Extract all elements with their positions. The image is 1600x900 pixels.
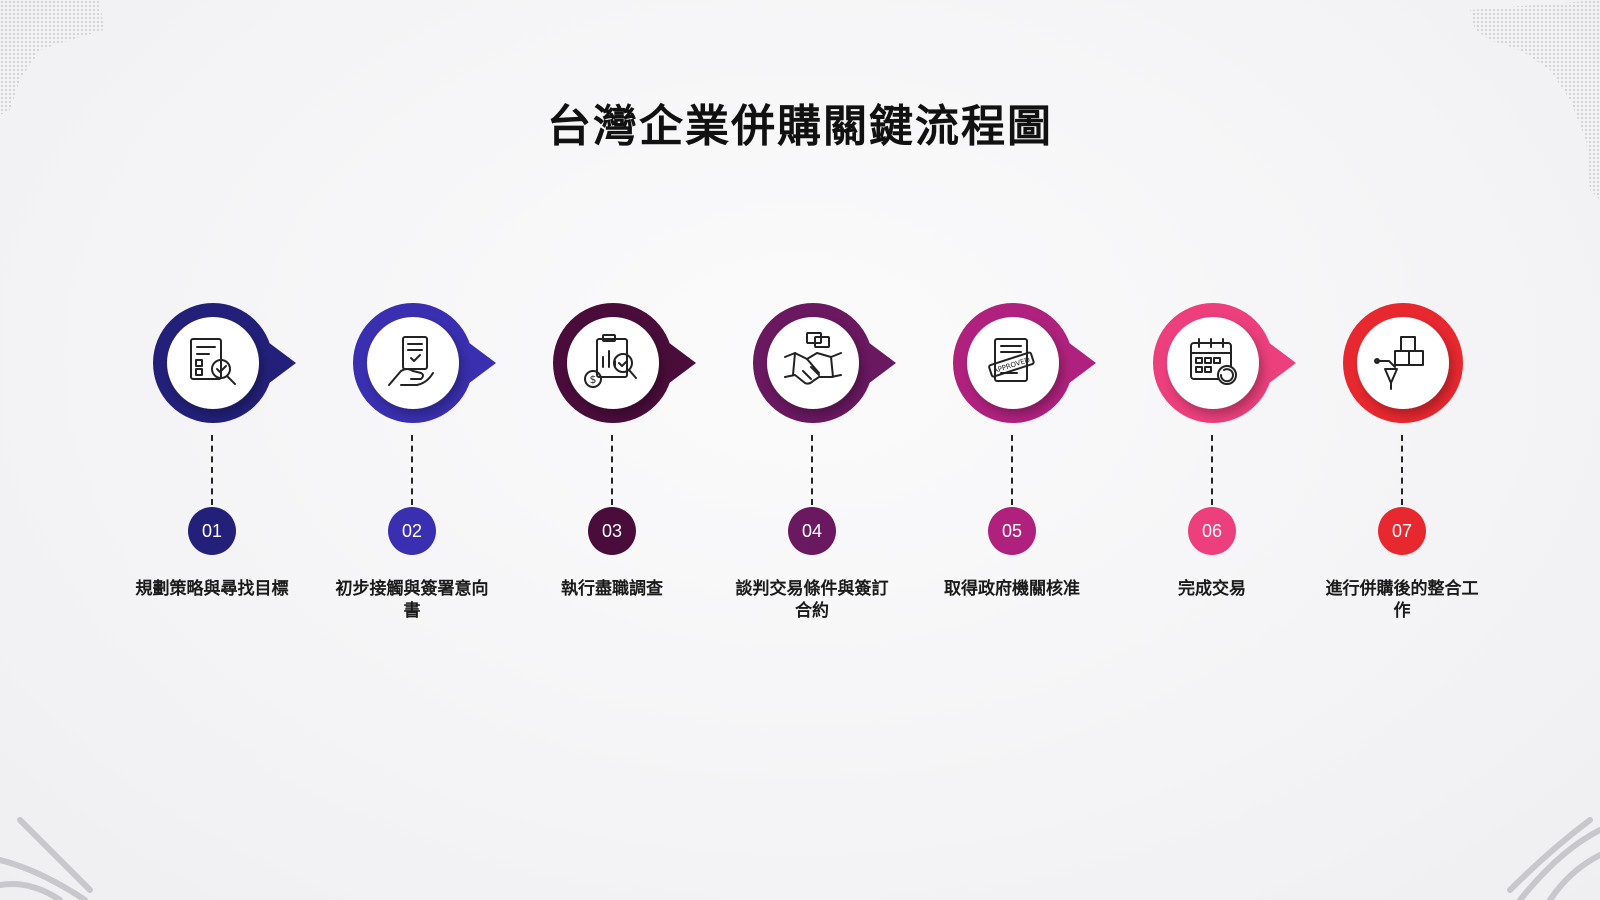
- process-step: $ 03 執行盡職調查: [512, 300, 712, 630]
- step-number-badge: 01: [188, 507, 236, 555]
- world-map-dots-decoration: [0, 0, 104, 115]
- process-step: 04 談判交易條件與簽訂合約: [712, 300, 912, 630]
- arrow-right-icon: [1068, 342, 1096, 384]
- scribble-decoration: [1507, 817, 1600, 900]
- dashed-connector: [411, 435, 413, 505]
- step-ring: [350, 300, 520, 426]
- blocks-integration-icon: [1374, 336, 1424, 390]
- process-step: APPROVED 05 取得政府機關核准: [912, 300, 1112, 630]
- arrow-right-icon: [868, 342, 896, 384]
- arrow-right-icon: [668, 342, 696, 384]
- dashed-connector: [211, 435, 213, 505]
- handshake-icon: [784, 332, 842, 385]
- step-number-badge: 05: [988, 507, 1036, 555]
- step-ring: [150, 300, 320, 426]
- world-map-dots-decoration: [1470, 0, 1600, 200]
- step-ring: [1150, 300, 1320, 426]
- document-search-icon: [190, 338, 236, 385]
- dashed-connector: [1011, 435, 1013, 505]
- arrow-right-icon: [468, 342, 496, 384]
- step-label: 規劃策略與尋找目標: [135, 579, 289, 599]
- step-label: 談判交易條件與簽訂合約: [735, 579, 889, 621]
- calendar-icon: [1190, 338, 1237, 385]
- scribble-decoration: [0, 817, 93, 900]
- step-number-badge: 04: [788, 507, 836, 555]
- step-number-badge: 06: [1188, 507, 1236, 555]
- dashed-connector: [611, 435, 613, 505]
- process-step: 06 完成交易: [1112, 300, 1312, 630]
- step-label: 完成交易: [1178, 579, 1246, 599]
- dashed-connector: [811, 435, 813, 505]
- step-ring: APPROVED: [950, 300, 1120, 426]
- step-label: 取得政府機關核准: [944, 579, 1080, 599]
- arrow-right-icon: [1268, 342, 1296, 384]
- step-label: 執行盡職調查: [561, 579, 663, 599]
- step-ring: [750, 300, 920, 426]
- arrow-right-icon: [268, 342, 296, 384]
- dashed-connector: [1401, 435, 1403, 505]
- process-step: 07 進行併購後的整合工作: [1302, 300, 1502, 630]
- hand-document-icon: [388, 336, 434, 386]
- step-number-badge: 07: [1378, 507, 1426, 555]
- financial-analysis-icon: $: [584, 334, 637, 388]
- step-ring: $: [550, 300, 720, 426]
- step-number-badge: 03: [588, 507, 636, 555]
- dashed-connector: [1211, 435, 1213, 505]
- step-label: 進行併購後的整合工作: [1325, 579, 1479, 621]
- process-step: 01 規劃策略與尋找目標: [112, 300, 312, 630]
- process-step: 02 初步接觸與簽署意向書: [312, 300, 512, 630]
- svg-text:$: $: [590, 373, 597, 386]
- step-ring: [1340, 300, 1510, 426]
- step-number-badge: 02: [388, 507, 436, 555]
- step-label: 初步接觸與簽署意向書: [335, 579, 489, 621]
- page-title: 台灣企業併購關鍵流程圖: [547, 101, 1053, 152]
